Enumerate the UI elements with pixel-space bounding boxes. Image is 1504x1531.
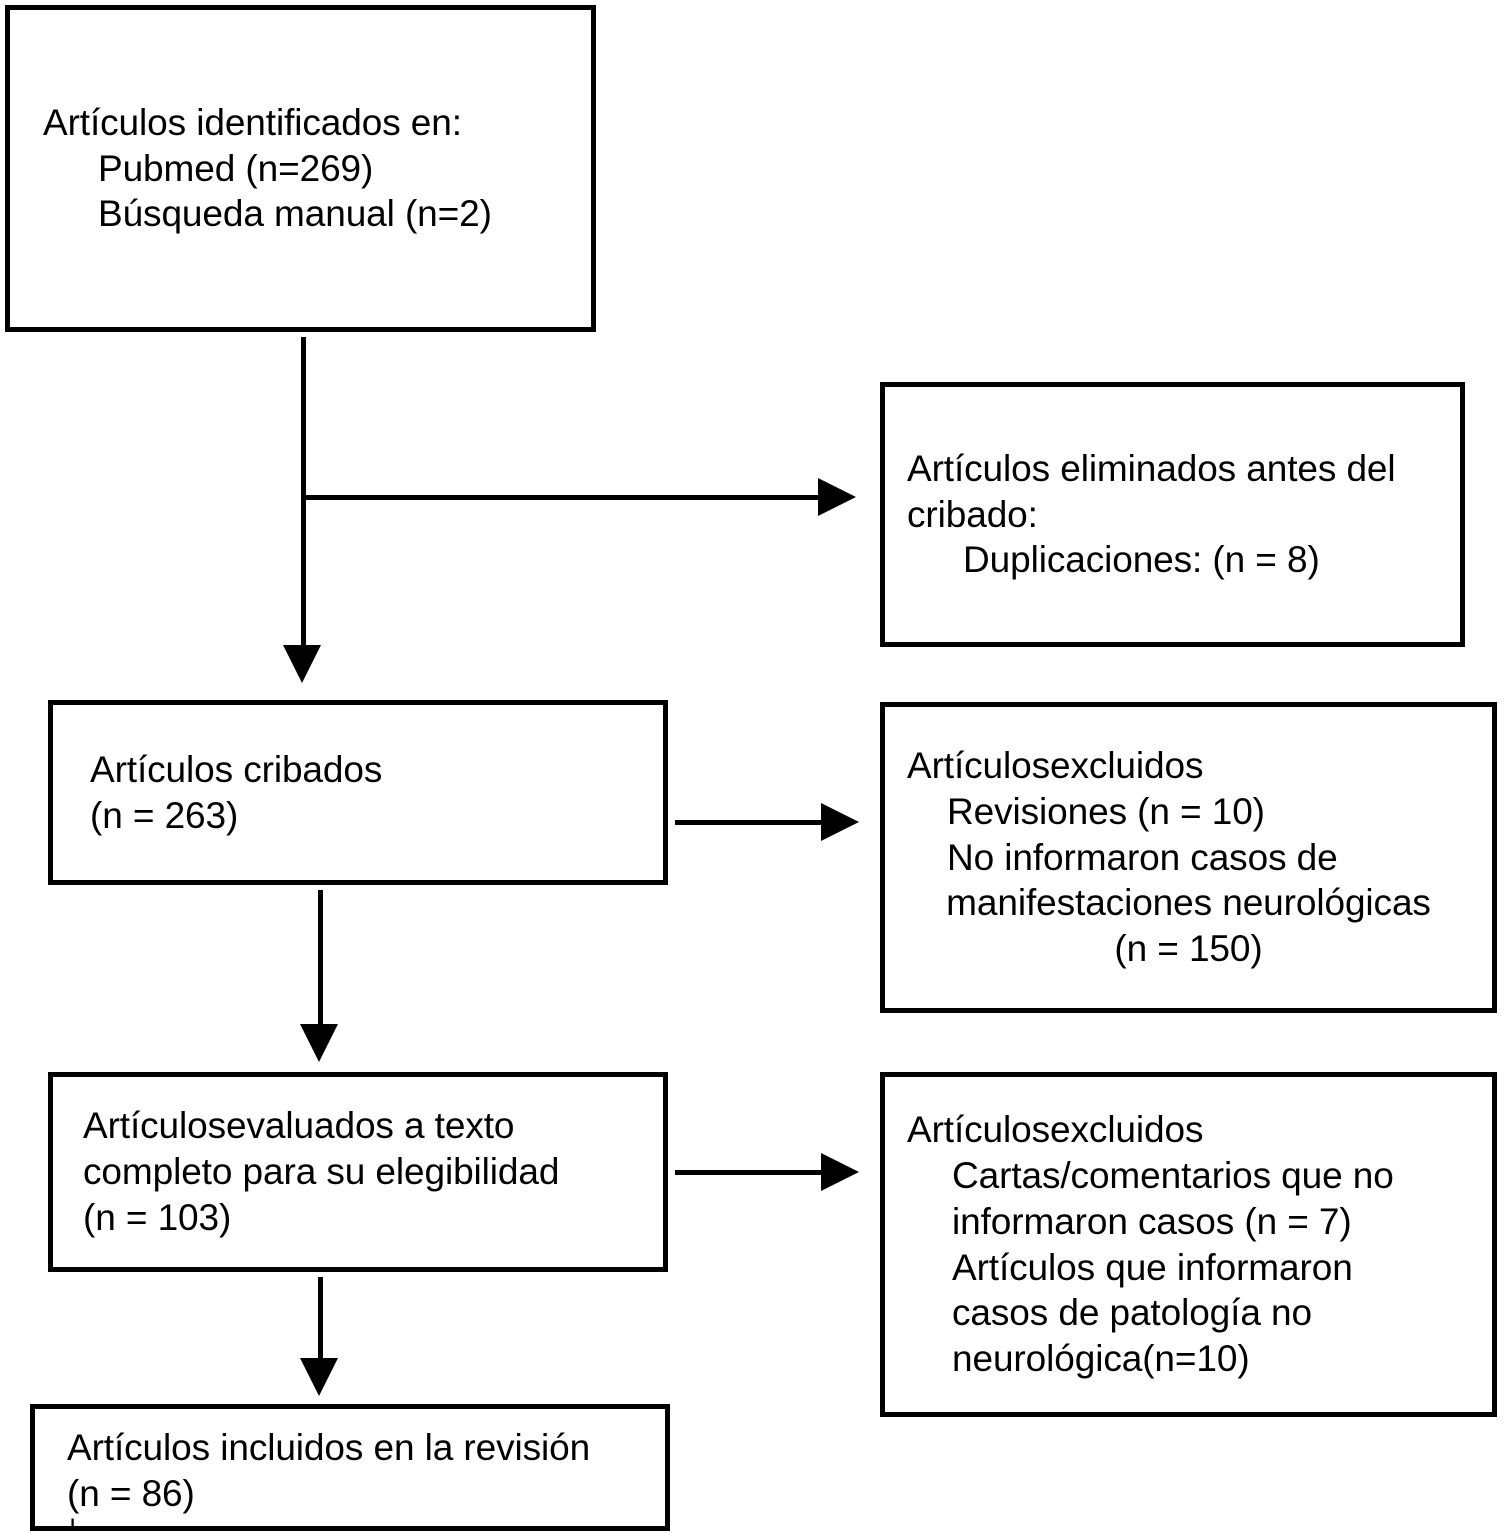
records-screened-line-2: (n = 263) [90, 794, 239, 836]
records-removed-line-3: Duplicaciones: (n = 8) [963, 539, 1320, 581]
arrow-down-icon-eligibility-to-included [300, 1358, 338, 1396]
reports-excluded-line-6: neurológica(n=10) [952, 1338, 1250, 1380]
connector-eligibility-to-included-line [318, 1277, 323, 1365]
reports-assessed-line-1: Artículosevaluados a texto [83, 1105, 515, 1147]
reports-excluded-line-4: Artículos que informaron [952, 1246, 1353, 1288]
connector-eligibility-to-excluded-line [675, 1170, 825, 1175]
reports-assessed-line-3: (n = 103) [83, 1196, 232, 1238]
records-removed-line-2: cribado: [907, 493, 1038, 535]
arrow-down-icon-screened-to-eligibility [300, 1024, 338, 1062]
reports-excluded-line-3: informaron casos (n = 7) [952, 1200, 1352, 1242]
records-excluded-screening-line-2: Revisiones (n = 10) [947, 790, 1265, 832]
records-identified-line-1: Artículos identificados en: [43, 101, 462, 143]
reports-excluded-line-1: Artículosexcluidos [907, 1108, 1204, 1150]
studies-included-tick-mark: ı [69, 1507, 77, 1531]
arrow-right-icon-screened-to-excluded [821, 803, 859, 841]
reports-excluded-line-2: Cartas/comentarios que no [952, 1154, 1394, 1196]
arrow-right-icon-eligibility-to-excluded [821, 1153, 859, 1191]
records-excluded-screening-line-3: No informaron casos de [947, 836, 1338, 878]
records-removed-line-1: Artículos eliminados antes del [907, 447, 1396, 489]
reports-assessed-box: Artículosevaluados a texto completo para… [48, 1072, 668, 1272]
records-screened-box: Artículos cribados (n = 263) [48, 700, 668, 885]
records-excluded-screening-line-1: Artículosexcluidos [907, 744, 1204, 786]
reports-assessed-line-2: completo para su elegibilidad [83, 1151, 560, 1193]
connector-identified-to-removed-line [301, 495, 822, 500]
records-excluded-screening-line-5: (n = 150) [1114, 928, 1263, 970]
records-removed-box: Artículos eliminados antes del cribado: … [880, 382, 1465, 647]
records-identified-line-3: Búsqueda manual (n=2) [98, 193, 492, 235]
records-excluded-screening-line-4: manifestaciones neurológicas [946, 882, 1431, 924]
records-screened-line-1: Artículos cribados [90, 748, 383, 790]
arrow-down-icon-identified-to-screened [283, 645, 321, 683]
records-identified-box: Artículos identificados en: Pubmed (n=26… [5, 5, 596, 332]
records-excluded-screening-box: Artículosexcluidos Revisiones (n = 10) N… [880, 702, 1497, 1013]
reports-excluded-line-5: casos de patología no [952, 1292, 1312, 1334]
arrow-right-icon-identified-to-removed [818, 478, 856, 516]
connector-screened-to-excluded-line [675, 820, 825, 825]
studies-included-box: Artículos incluidos en la revisión (n = … [30, 1404, 670, 1531]
reports-excluded-box: Artículosexcluidos Cartas/comentarios qu… [880, 1072, 1497, 1417]
studies-included-line-2: (n = 86) [67, 1472, 195, 1514]
connector-screened-to-eligibility-line [318, 890, 323, 1032]
studies-included-line-1: Artículos incluidos en la revisión [67, 1427, 591, 1468]
records-identified-line-2: Pubmed (n=269) [98, 147, 374, 189]
